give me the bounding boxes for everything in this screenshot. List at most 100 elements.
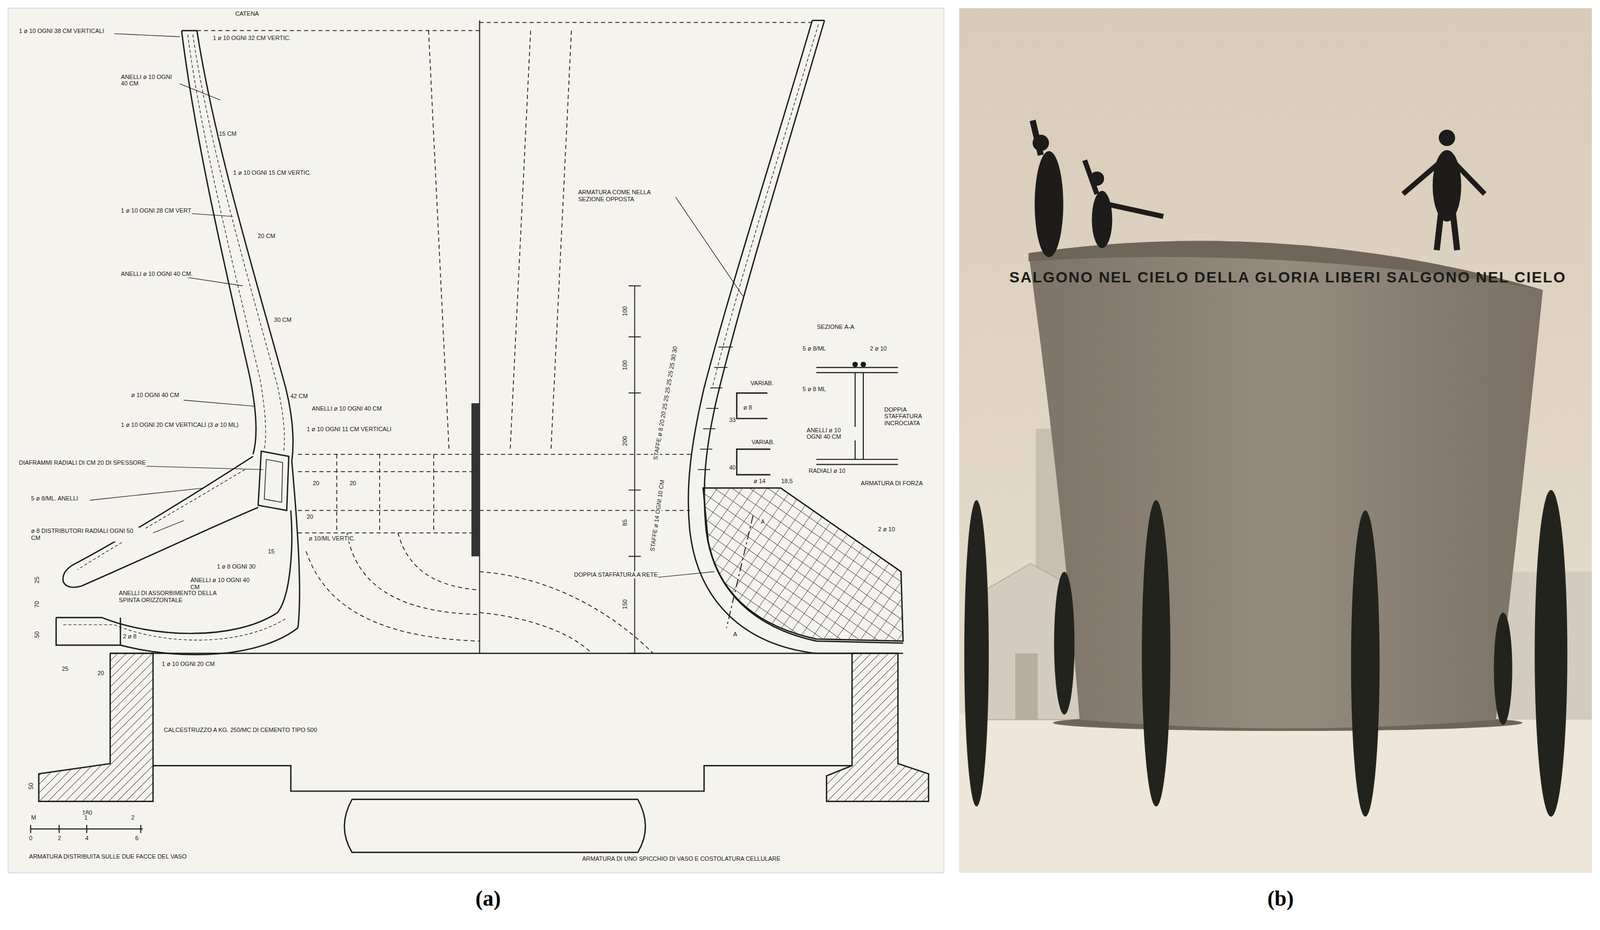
annotation-label: DIAFRAMMI RADIALI DI CM 20 DI SPESSORE	[18, 459, 147, 467]
drawing-shape	[826, 653, 929, 802]
annotation-label: 1	[83, 814, 89, 822]
annotation-label: 50	[27, 781, 35, 790]
annotation-label: 100	[620, 305, 628, 317]
annotation-label: ANELLI ø 10 OGNI 40 CM.	[120, 270, 194, 278]
drawing-shape	[812, 20, 825, 22]
drawing-shape	[1032, 120, 1485, 258]
drawing-shape	[1054, 571, 1075, 715]
drawing-shape	[153, 765, 852, 791]
drawing-shape	[853, 362, 858, 367]
monument-inscription: SALGONO NEL CIELO DELLA GLORIA LIBERI SA…	[1009, 268, 1566, 287]
drawing-shape	[193, 34, 285, 452]
annotation-label: STAFFE ø 8 20 20 25 25 25 25 25 25 30 30	[651, 345, 679, 461]
annotation-label: 15 CM	[218, 130, 237, 138]
annotation-label: DOPPIA STAFFATURA A RETE	[573, 571, 659, 579]
annotation-label: M	[30, 814, 37, 822]
annotation-label: 50	[33, 630, 41, 639]
annotation-label: 5 ø 8/ML. ANELLI	[30, 494, 79, 502]
drawing-shape	[89, 33, 264, 533]
panel-caption: (a)	[475, 885, 501, 911]
annotation-label: 25	[33, 575, 41, 584]
drawing-shape	[344, 798, 646, 852]
annotation-label: 1 ø 10 OGNI 20 CM	[161, 660, 216, 668]
annotation-label: ø 14	[752, 477, 766, 485]
drawing-shape	[479, 20, 481, 654]
technical-drawing	[30, 20, 929, 853]
annotation-label: 20 CM	[256, 232, 276, 240]
annotation-label: 2 ø 10	[869, 345, 888, 353]
drawing-shape	[1403, 163, 1439, 195]
annotation-label: 1 ø 10 OGNI 20 CM VERTICALI (3 ø 10 ML)	[120, 421, 244, 429]
annotation-label: 15	[267, 547, 275, 555]
drawing-shape	[1432, 149, 1462, 222]
drawing-shape	[479, 571, 654, 654]
annotation-label: 25	[61, 665, 69, 673]
annotation-label: 200	[620, 435, 628, 447]
annotation-label: DOPPIA STAFFATURA INCROCIATA	[883, 406, 942, 427]
drawing-shape	[1351, 510, 1380, 817]
annotation-label: SEZIONE A-A	[816, 323, 855, 331]
drawing-shape	[1084, 160, 1097, 194]
drawing-shape	[181, 29, 197, 31]
annotation-label: 0	[28, 834, 33, 842]
annotation-label: 2	[57, 834, 62, 842]
annotation-label: ø 10 OGNI 40 CM	[130, 391, 180, 399]
drawing-shape	[298, 454, 480, 533]
drawing-shape	[119, 617, 121, 646]
annotation-label: 1 ø 10 OGNI 38 CM VERTICALI	[18, 27, 105, 35]
drawing-shape	[1015, 653, 1038, 720]
drawing-shape	[712, 24, 819, 388]
drawing-shape	[959, 714, 1592, 873]
drawing-shape	[736, 448, 771, 475]
annotation-label: 85	[620, 518, 628, 527]
drawing-shape	[77, 469, 245, 570]
drawing-shape	[628, 285, 641, 653]
drawing-shape	[1493, 612, 1513, 725]
annotation-label: 20	[312, 479, 320, 487]
drawing-shape	[959, 8, 1592, 873]
monument-photo	[959, 8, 1592, 873]
annotation-label: 2 ø 10	[877, 525, 896, 533]
annotation-label: ANELLI ø 10 OGNI 40 CM	[189, 576, 255, 591]
drawing-shape	[1452, 214, 1458, 250]
annotation-label: 18,5	[780, 477, 793, 485]
annotation-label: ø 10/ML VERTIC.	[308, 534, 356, 542]
annotation-label: ARMATURA DISTRIBUITA SULLE DUE FACCE DEL…	[28, 853, 188, 861]
annotation-label: ø 8	[742, 404, 753, 412]
annotation-label: 5 ø 8 ML	[802, 385, 827, 393]
annotation-label: 1 ø 10 OGNI 15 CM VERTIC.	[232, 169, 312, 177]
annotation-label: 70	[33, 600, 41, 608]
annotation-label: 4	[84, 834, 90, 842]
drawing-shape	[1438, 129, 1456, 147]
annotation-label: 20	[348, 479, 357, 487]
drawing-shape	[264, 459, 283, 502]
drawing-shape	[1436, 214, 1441, 250]
annotation-label: 30 CM	[273, 316, 293, 324]
annotation-label: ARMATURA DI FORZA	[860, 479, 924, 487]
annotation-label: 1 ø 8 OGNI 30	[216, 563, 257, 571]
drawing-shape	[1034, 150, 1064, 257]
annotation-label: 6	[134, 834, 140, 842]
annotation-label: 100	[620, 359, 628, 371]
annotation-label: 150	[620, 598, 628, 610]
annotation-label: CALCESTRUZZO A KG. 250/MC DI CEMENTO TIP…	[163, 726, 318, 734]
drawing-shape	[196, 30, 480, 450]
drawing-shape	[861, 362, 866, 367]
panel-caption: (b)	[1267, 885, 1294, 911]
annotation-label: ANELLI DI ASSORBIMENTO DELLA SPINTA ORIZ…	[118, 589, 233, 604]
annotation-label: ARMATURA COME NELLA SEZIONE OPPOSTA	[577, 188, 676, 203]
drawing-shape	[1107, 203, 1164, 217]
annotation-label: 1 ø 10 OGNI 28 CM VERT	[120, 207, 193, 215]
annotation-label: A	[732, 630, 738, 638]
drawing-shape	[187, 34, 266, 449]
annotation-label: VARIAB.	[750, 438, 776, 446]
drawing-shape	[471, 402, 480, 557]
annotation-label: 20	[306, 513, 314, 521]
annotation-label: STAFFE ø 14 OGNI 10 CM	[648, 478, 666, 552]
annotation-label: ANELLI ø 10 OGNI 40 CM	[805, 426, 857, 441]
annotation-label: 2 ø 8	[122, 632, 137, 640]
drawing-shape	[981, 563, 1082, 720]
annotation-label: A	[759, 518, 765, 526]
